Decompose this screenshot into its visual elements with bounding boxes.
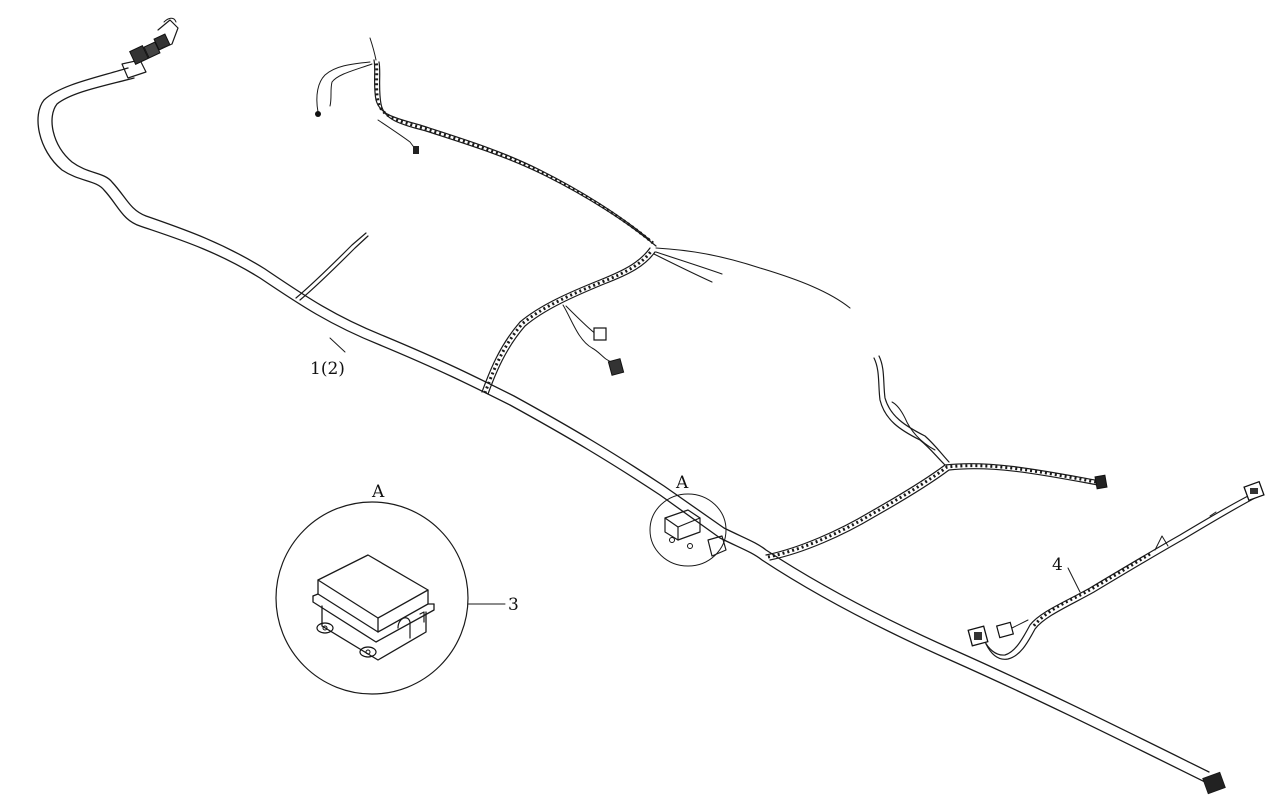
sub-harness-4 xyxy=(967,480,1265,660)
branch-right-wires xyxy=(653,247,851,309)
main-harness-trunk xyxy=(37,67,1226,795)
label-sub-harness-4: 4 xyxy=(1052,555,1063,575)
branch-upper xyxy=(315,37,657,247)
branch-right-lower xyxy=(765,355,1108,561)
leader-lines xyxy=(329,337,1081,605)
detail-view-a xyxy=(275,501,469,695)
top-left-connectors xyxy=(121,17,179,79)
label-callout-a: A xyxy=(675,473,689,493)
relay-box-on-harness xyxy=(649,493,727,567)
branch-middle xyxy=(481,247,656,395)
branch-left xyxy=(295,232,369,301)
label-harness-1-2: 1(2) xyxy=(310,359,345,379)
label-relay-box-3: 3 xyxy=(508,595,519,615)
label-detail-a: A xyxy=(371,482,385,502)
